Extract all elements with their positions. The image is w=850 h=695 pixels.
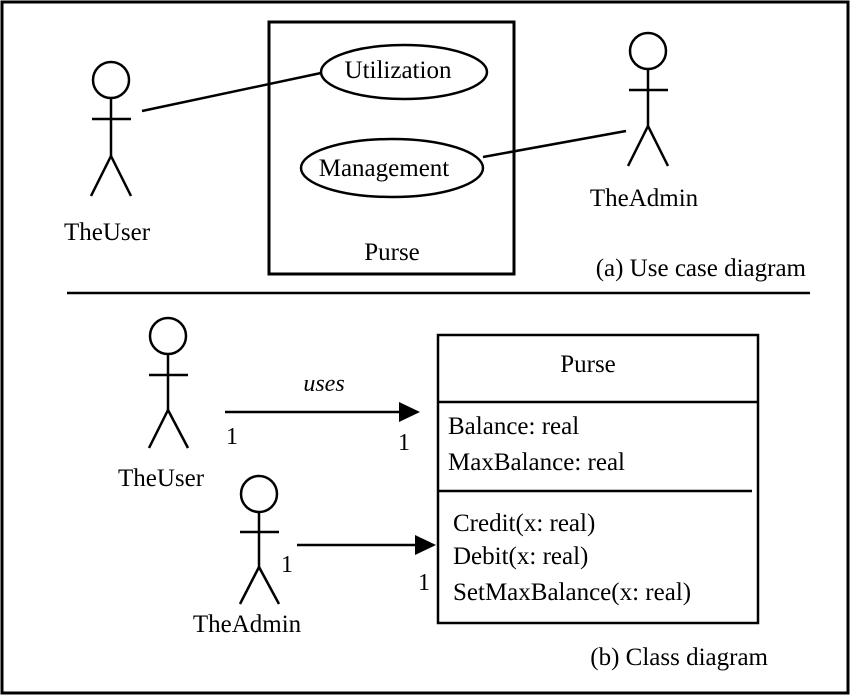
- actor-right-leg: [166, 409, 190, 449]
- use-case-utilization-label: Utilization: [345, 57, 452, 84]
- association-user-purse: uses 1 1: [225, 371, 420, 456]
- actor-right-leg: [109, 155, 133, 197]
- actor-theuser-uc-label: TheUser: [64, 219, 151, 246]
- use-case-utilization: Utilization: [319, 43, 489, 101]
- actor-right-leg: [646, 125, 670, 167]
- actor-theuser-cd-label: TheUser: [118, 465, 205, 492]
- use-case-management: Management: [299, 137, 485, 199]
- system-boundary: [267, 20, 516, 276]
- system-name: Purse: [364, 239, 420, 266]
- use-case-management-label: Management: [319, 155, 450, 182]
- association-label: uses: [303, 371, 344, 397]
- actor-head: [91, 60, 131, 100]
- class-attribute: Balance: real: [448, 413, 579, 440]
- actor-theadmin-cd: [238, 474, 281, 605]
- class-box: [436, 333, 760, 625]
- actor-head: [148, 316, 188, 356]
- class-attribute: MaxBalance: real: [448, 449, 625, 476]
- class-operation: Debit(x: real): [453, 543, 588, 570]
- class-operation: Credit(x: real): [453, 510, 595, 537]
- actor-theadmin-cd-label: TheAdmin: [193, 611, 302, 638]
- association-admin-purse: 1 1: [281, 535, 436, 596]
- use-case-diagram: Purse Utilization Management TheUser T: [64, 20, 807, 282]
- target-multiplicity: 1: [418, 570, 430, 596]
- source-multiplicity: 1: [226, 424, 238, 450]
- actor-left-leg: [89, 155, 113, 197]
- arrowhead-icon: [415, 535, 436, 555]
- arrowhead-icon: [399, 402, 420, 422]
- use-case-management-ellipse: [299, 137, 485, 199]
- source-multiplicity: 1: [281, 552, 293, 578]
- class-purse: Purse Balance: real MaxBalance: real Cre…: [436, 333, 760, 625]
- actor-theuser-uc: [89, 60, 133, 197]
- caption-use-case: (a) Use case diagram: [596, 255, 807, 282]
- association-admin-management: [482, 129, 627, 159]
- actor-theadmin-uc-label: TheAdmin: [590, 185, 699, 212]
- actor-head: [628, 31, 668, 71]
- actor-theadmin-uc: [626, 31, 670, 167]
- association-user-utilization: [141, 71, 322, 113]
- class-operation: SetMaxBalance(x: real): [453, 579, 691, 606]
- actor-left-leg: [147, 409, 170, 449]
- actor-theuser-cd: [147, 316, 190, 449]
- actor-head: [239, 474, 279, 514]
- class-name: Purse: [560, 351, 616, 378]
- caption-class-diagram: (b) Class diagram: [590, 644, 768, 671]
- actor-left-leg: [238, 566, 261, 605]
- target-multiplicity: 1: [398, 430, 410, 456]
- actor-right-leg: [257, 566, 281, 605]
- use-case-utilization-ellipse: [319, 43, 489, 101]
- actor-left-leg: [626, 125, 650, 167]
- class-diagram: Purse Balance: real MaxBalance: real Cre…: [118, 316, 769, 671]
